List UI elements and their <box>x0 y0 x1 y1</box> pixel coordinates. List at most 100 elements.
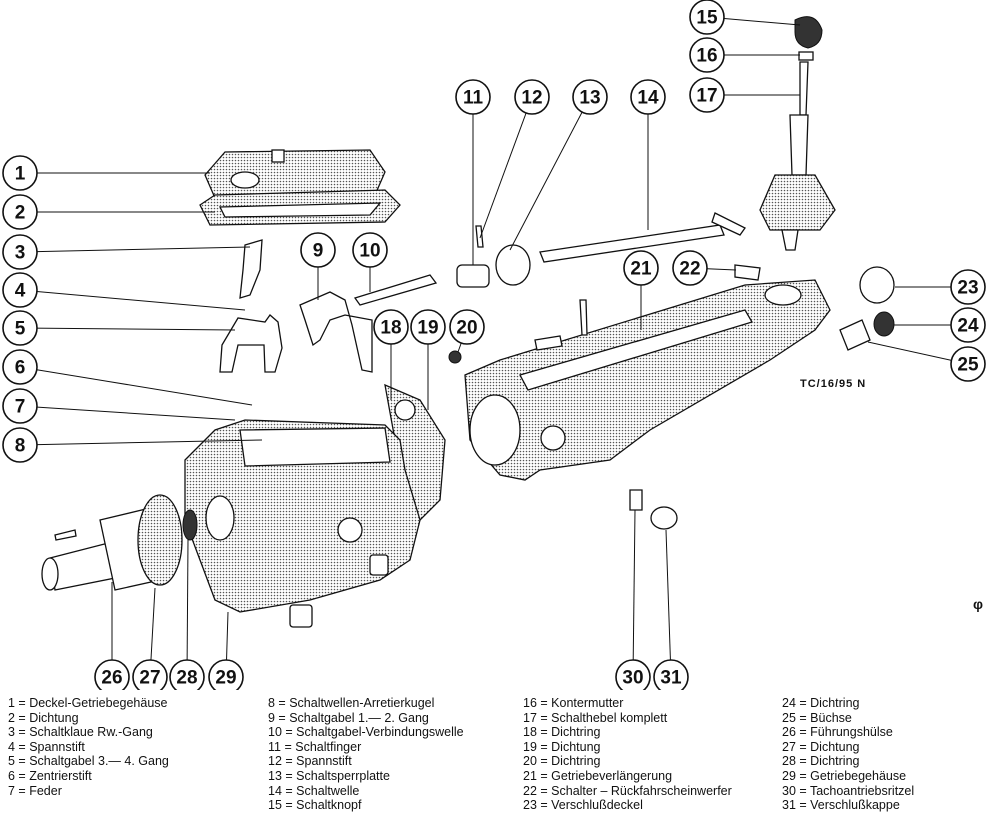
callout-number: 20 <box>456 318 477 339</box>
callout-15: 15 <box>689 0 725 35</box>
legend-number: 21 <box>523 768 537 783</box>
legend-part-name: Schaltklaue Rw.-Gang <box>29 725 153 740</box>
part-fork-1-2 <box>299 291 373 373</box>
legend-separator: = <box>536 754 552 769</box>
legend-item: 18 = Dichtring <box>523 725 732 740</box>
callout-number: 26 <box>101 668 122 689</box>
leader-line-30 <box>632 509 636 678</box>
legend-item: 9 = Schaltgabel 1.— 2. Gang <box>268 711 464 726</box>
callout-26: 26 <box>94 659 130 690</box>
callout-28: 28 <box>169 659 205 690</box>
legend-number: 22 <box>523 783 537 798</box>
callout-circle <box>373 309 409 345</box>
callout-circle <box>2 272 38 308</box>
callout-16: 16 <box>689 37 725 73</box>
part-reverse-claw <box>239 239 263 299</box>
legend-separator: = <box>14 783 30 798</box>
part-seal-20 <box>448 350 462 364</box>
legend-part-name: Dichtung <box>810 739 860 754</box>
legend-separator: = <box>281 783 297 798</box>
legend-separator: = <box>536 768 552 783</box>
legend-number: 27 <box>782 739 796 754</box>
legend-part-name: Dichtung <box>29 710 79 725</box>
callout-11: 11 <box>455 79 491 115</box>
part-shift-finger <box>456 264 490 288</box>
legend-separator: = <box>14 725 30 740</box>
legend-separator: = <box>536 710 552 725</box>
legend-part-name: Kontermutter <box>551 696 624 710</box>
leader-line-31 <box>665 529 672 678</box>
legend-separator: = <box>795 739 811 754</box>
callout-circle <box>410 309 446 345</box>
part-gearbox-housing <box>184 419 421 613</box>
legend-separator: = <box>795 725 811 740</box>
part-shift-knob <box>794 16 823 49</box>
legend-separator: = <box>281 798 297 813</box>
callout-circle <box>514 79 550 115</box>
drawing-code: TC/16/95 N <box>800 378 867 390</box>
legend-number: 2 <box>8 710 15 725</box>
callout-number: 30 <box>622 668 643 689</box>
callout-circle <box>300 232 336 268</box>
callout-23: 23 <box>950 269 986 305</box>
legend-number: 28 <box>782 754 796 769</box>
part-connecting-rod <box>353 274 438 306</box>
callout-6: 6 <box>2 349 38 385</box>
legend-item: 17 = Schalthebel komplett <box>523 711 732 726</box>
legend-separator: = <box>536 725 552 740</box>
callout-18: 18 <box>373 309 409 345</box>
callout-circle <box>132 659 168 690</box>
callout-circle <box>449 309 485 345</box>
callout-number: 12 <box>521 88 542 109</box>
leader-line-4 <box>19 289 246 311</box>
legend-part-name: Deckel-Getriebegehäuse <box>29 696 168 710</box>
legend-part-name: Schalter – Rückfahrscheinwerfer <box>551 783 732 798</box>
legend-separator: = <box>14 739 30 754</box>
callout-8: 8 <box>2 427 38 463</box>
part-lock-plate <box>495 244 531 286</box>
callout-circle <box>169 659 205 690</box>
legend-separator: = <box>281 768 297 783</box>
legend-part-name: Dichtung <box>551 739 601 754</box>
callout-number: 8 <box>15 436 26 457</box>
callout-circle <box>950 346 986 382</box>
legend-number: 6 <box>8 768 15 783</box>
callout-25: 25 <box>950 346 986 382</box>
callout-circle <box>950 307 986 343</box>
legend-separator: = <box>274 696 290 710</box>
callout-circle <box>2 388 38 424</box>
callout-circle <box>352 232 388 268</box>
callout-12: 12 <box>514 79 550 115</box>
callout-circle <box>572 79 608 115</box>
part-extension-housing <box>464 279 831 481</box>
leader-line-28 <box>186 539 189 678</box>
legend-separator: = <box>281 754 297 769</box>
callout-circle <box>630 79 666 115</box>
legend-number: 19 <box>523 739 537 754</box>
callout-circle <box>2 155 38 191</box>
legend-item: 29 = Getriebegehäuse <box>782 769 914 784</box>
legend-part-name: Schaltgabel 1.— 2. Gang <box>289 710 429 725</box>
legend-number: 26 <box>782 725 796 740</box>
legend-separator: = <box>14 710 30 725</box>
callout-number: 15 <box>696 8 718 29</box>
callout-number: 13 <box>579 88 600 109</box>
legend-number: 4 <box>8 739 15 754</box>
legend-item: 25 = Büchse <box>782 711 914 726</box>
callout-number: 19 <box>417 318 438 339</box>
legend-item: 22 = Schalter – Rückfahrscheinwerfer <box>523 784 732 799</box>
parts-artwork <box>41 16 895 628</box>
legend-part-name: Büchse <box>810 710 852 725</box>
callout-circle <box>2 349 38 385</box>
callout-7: 7 <box>2 388 38 424</box>
legend-item: 7 = Feder <box>8 784 169 799</box>
callout-30: 30 <box>615 659 651 690</box>
callout-10: 10 <box>352 232 388 268</box>
part-fork-3-4 <box>219 314 283 373</box>
legend-separator: = <box>536 739 552 754</box>
legend-part-name: Spannstift <box>29 739 85 754</box>
